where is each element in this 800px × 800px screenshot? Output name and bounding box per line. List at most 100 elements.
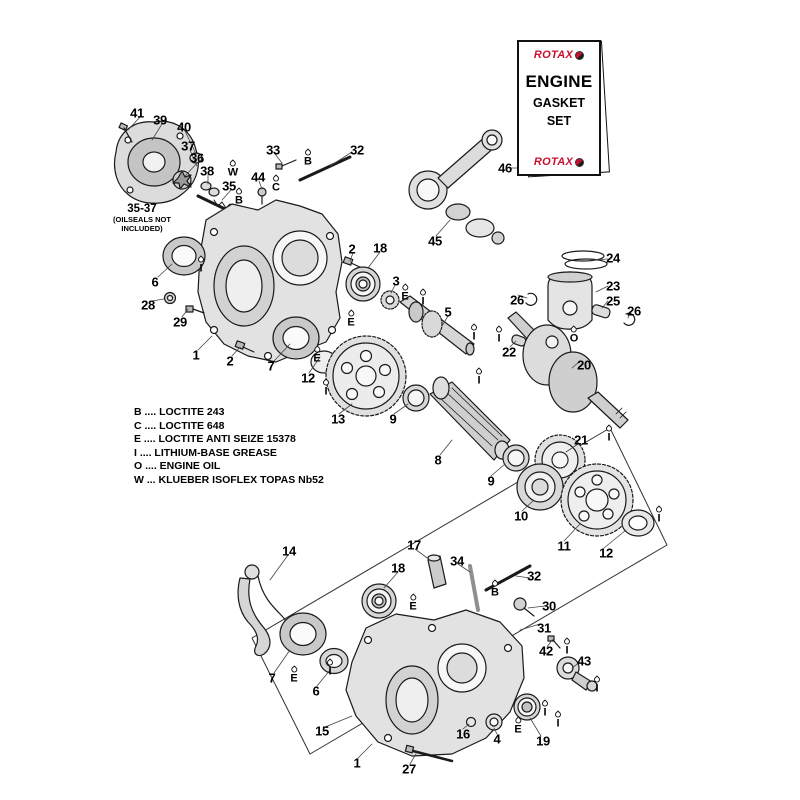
lube-code: B [491,586,499,599]
part-number-16: 16 [456,726,470,742]
part-number-39: 39 [153,112,167,128]
lube-marker-I: I [196,255,206,275]
lube-marker-I: I [604,424,614,444]
screw-2b [342,256,363,269]
lube-marker-E: E [312,345,322,365]
part-number-41: 41 [130,105,144,121]
lube-marker-O: O [569,325,579,345]
lube-code: I [324,385,328,398]
lube-code: I [657,512,661,525]
oil-seal-6-bottom [319,647,349,675]
part-number-43: 43 [577,653,591,669]
lube-marker-E: E [289,665,299,685]
gasket-title: ENGINE [525,72,593,91]
lube-code: I [607,431,611,444]
lube-code: E [401,290,409,303]
subassembly-boundary [251,427,668,755]
gear-shaft-8 [429,376,511,461]
lube-marker-I: I [325,658,335,678]
part-number-36: 36 [190,150,204,166]
rotax-brand-text: ROTAX [533,156,574,168]
part-number-33: 33 [266,142,280,158]
oilseal-note-line1: (OILSEALS NOT [113,215,171,224]
part-number-30: 30 [542,598,556,614]
rotax-logo-icon [575,50,585,60]
oil-seal-7-top [272,316,320,360]
part-number-11: 11 [557,538,571,554]
droplet-icon [196,255,206,264]
gasket-subtitle-1: GASKET [532,96,586,110]
part-number-31: 31 [537,620,551,636]
droplet-icon [494,325,504,334]
ring-4 [485,713,503,731]
part-number-34: 34 [450,553,464,569]
gear-11 [560,463,634,537]
crankshaft-20 [507,311,629,429]
part-number-44: 44 [251,169,265,185]
part-number-45: 45 [428,233,442,249]
lube-code: I [328,665,332,678]
part-number-12: 12 [301,370,315,386]
part-number-32: 32 [527,568,541,584]
part-number-9: 9 [389,411,397,427]
part-number-38: 38 [200,163,214,179]
legend-entry: E .... LOCTITE ANTI SEIZE 15378 [134,433,296,445]
shim-12-bottom [621,509,655,537]
part-number-4: 4 [493,731,501,747]
part-number-1: 1 [353,755,361,771]
bearing-18-top [345,266,381,302]
shift-fork-14 [237,564,289,657]
sprag-clutch-10 [516,463,564,511]
part-number-1: 1 [192,347,200,363]
lube-marker-C: C [271,174,281,194]
gear-13 [325,335,407,417]
dowel-17 [427,554,447,589]
droplet-icon [562,637,572,646]
screw-27 [404,744,454,763]
lube-code: I [556,717,560,730]
droplet-icon [654,505,664,514]
lube-marker-B: B [234,187,244,207]
bearing-9b [502,444,530,472]
bolt-44 [257,187,267,205]
part-number-12: 12 [599,545,613,561]
screw-41 [118,122,133,143]
oilseal-note-line2: INCLUDED) [121,224,163,233]
part-number-2: 2 [348,241,356,257]
droplet-icon [325,658,335,667]
part-number-7: 7 [267,358,275,374]
part-number-18: 18 [373,240,387,256]
lube-marker-I: I [469,323,479,343]
part-number-19: 19 [536,733,550,749]
droplet-icon [469,323,479,332]
part-number-46: 46 [498,160,512,176]
valve-30 [513,597,535,617]
rod-32-top [298,155,352,182]
lube-code: I [199,262,203,275]
lube-marker-I: I [592,675,602,695]
screw-29 [185,305,205,314]
lube-code: O [569,332,579,345]
droplet-icon [474,367,484,376]
part-number-23: 23 [606,278,620,294]
lube-marker-I: I [321,378,331,398]
legend-entry: W ... KLUEBER ISOFLEX TOPAS Nb52 [134,473,324,486]
bearing-19 [513,693,541,721]
lube-code: I [595,682,599,695]
shaft-5 [399,295,475,356]
part-number-27: 27 [402,761,416,777]
lube-marker-B: B [303,148,313,168]
lube-marker-I: I [418,288,428,308]
lube-code: I [543,706,547,719]
part-number-15: 15 [315,723,329,739]
droplet-icon [553,710,563,719]
lube-code: E [514,723,522,736]
washer-38a [200,181,212,191]
part-number-17: 17 [407,537,421,553]
lube-marker-E: E [408,593,418,613]
part-number-40: 40 [177,119,191,135]
lube-code: I [472,330,476,343]
part-number-10: 10 [514,508,528,524]
piston-23 [547,271,593,330]
